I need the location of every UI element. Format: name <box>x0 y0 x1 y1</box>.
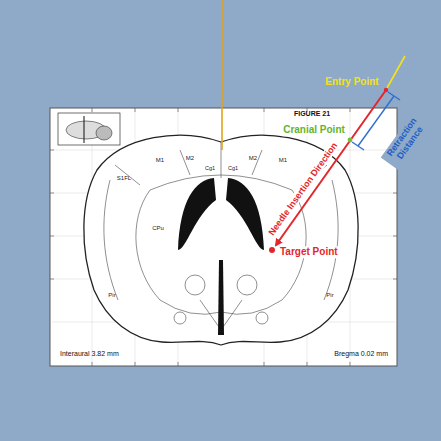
region-label: Pir <box>108 292 115 299</box>
region-label: Cg1 <box>205 165 215 171</box>
figure-number: FIGURE 21 <box>294 110 330 118</box>
coordinate-note: Bregma 0.02 mm <box>334 350 388 358</box>
coordinate-note: Interaural 3.82 mm <box>60 350 119 358</box>
point-label: Entry Point <box>325 76 378 88</box>
region-label: M2 <box>249 155 257 162</box>
region-label: Pir <box>326 292 333 299</box>
region-label: CPu <box>152 225 164 232</box>
region-label: M1 <box>279 157 287 164</box>
point-label: Target Point <box>279 246 339 258</box>
region-label: M1 <box>156 157 164 164</box>
region-label: Cg1 <box>228 165 238 171</box>
region-label: S1FL <box>117 175 131 182</box>
region-label: M2 <box>186 155 194 162</box>
point-label: Cranial Point <box>282 124 346 136</box>
